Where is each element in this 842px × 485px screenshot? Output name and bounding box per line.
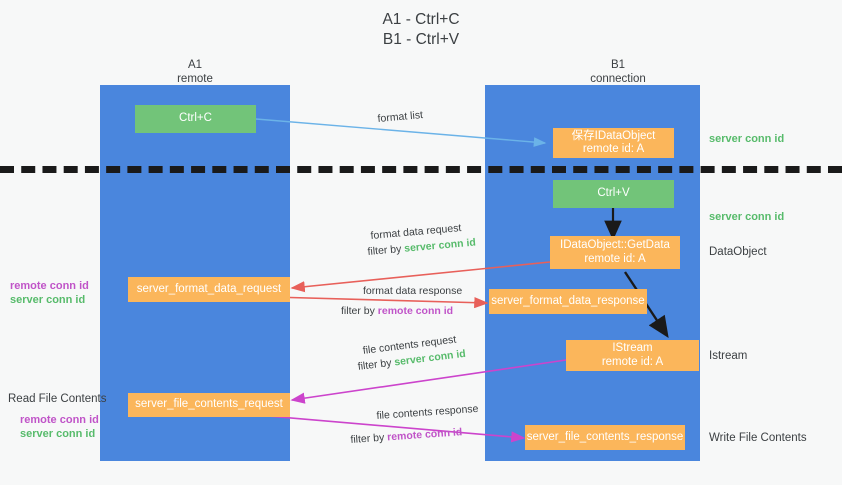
node-getdata[interactable]: IDataObject::GetData remote id: A [550, 236, 680, 269]
edge-filter-value-remote-conn-id: remote conn id [377, 305, 454, 317]
column-b1-role: connection [590, 72, 646, 85]
column-a1-name: A1 [187, 59, 203, 71]
edge-label-file-contents-response: file contents response [376, 402, 479, 422]
node-server-file-contents-response[interactable]: server_file_contents_response [525, 425, 685, 450]
title-line-2: B1 - Ctrl+V [382, 31, 460, 48]
edge-filter-prefix: filter by [350, 431, 388, 446]
left-label-remote-conn-id-2: remote conn id [20, 414, 99, 426]
title-line-1: A1 - Ctrl+C [382, 11, 460, 28]
column-header-b1: B1 connection [528, 59, 708, 86]
node-server-format-data-response[interactable]: server_format_data_response [489, 289, 647, 314]
edge-label-format-list: format list [377, 109, 424, 125]
edge-filter-format-data-response: filter by remote conn id [341, 304, 453, 318]
node-server-file-contents-response-label: server_file_contents_response [526, 430, 684, 443]
edge-filter-value-remote-conn-id: remote conn id [386, 426, 463, 444]
left-label-read-file-contents: Read File Contents [8, 393, 107, 405]
edge-filter-prefix: filter by [357, 356, 396, 373]
left-label-server-conn-id-2: server conn id [20, 428, 96, 440]
node-ctrl-v-label: Ctrl+V [597, 187, 630, 200]
node-istream-line1: IStream [612, 342, 653, 354]
node-server-format-data-response-label: server_format_data_response [491, 294, 645, 307]
node-ctrl-c-label: Ctrl+C [179, 112, 212, 125]
column-b1-name: B1 [610, 59, 626, 71]
page-title: A1 - Ctrl+C B1 - Ctrl+V [0, 10, 842, 50]
edge-label-format-data-response: format data response [363, 285, 463, 297]
node-save-dataobject-line1: 保存IDataObject [571, 129, 656, 142]
node-server-format-data-request[interactable]: server_format_data_request [128, 277, 290, 302]
column-header-a1: A1 remote [105, 59, 285, 86]
column-a1-role: remote [177, 72, 213, 85]
right-label-server-conn-id-top: server conn id [709, 133, 785, 145]
node-ctrl-c[interactable]: Ctrl+C [135, 105, 256, 133]
right-label-dataobject: DataObject [709, 246, 767, 258]
node-save-dataobject[interactable]: 保存IDataObject remote id: A [553, 128, 674, 158]
right-label-istream: Istream [709, 350, 748, 362]
left-label-remote-conn-id-1: remote conn id [10, 280, 89, 292]
right-label-write-file-contents: Write File Contents [709, 432, 807, 444]
edge-filter-value-server-conn-id: server conn id [403, 236, 477, 255]
node-ctrl-v[interactable]: Ctrl+V [553, 180, 674, 208]
node-save-dataobject-line2: remote id: A [582, 143, 645, 155]
edge-filter-file-contents-response: filter by remote conn id [350, 425, 463, 447]
node-getdata-line1: IDataObject::GetData [560, 239, 670, 251]
node-istream[interactable]: IStream remote id: A [566, 340, 699, 371]
edge-filter-prefix: filter by [367, 242, 405, 258]
node-server-format-data-request-label: server_format_data_request [136, 282, 282, 295]
phase-separator [0, 166, 842, 173]
node-getdata-line2: remote id: A [584, 252, 646, 265]
right-label-server-conn-id-second: server conn id [709, 211, 785, 223]
node-server-file-contents-request-label: server_file_contents_request [135, 398, 283, 411]
edge-filter-prefix: filter by [341, 305, 378, 317]
node-server-file-contents-request[interactable]: server_file_contents_request [128, 393, 290, 417]
left-label-server-conn-id-1: server conn id [10, 294, 86, 306]
node-istream-line2: remote id: A [601, 355, 664, 368]
